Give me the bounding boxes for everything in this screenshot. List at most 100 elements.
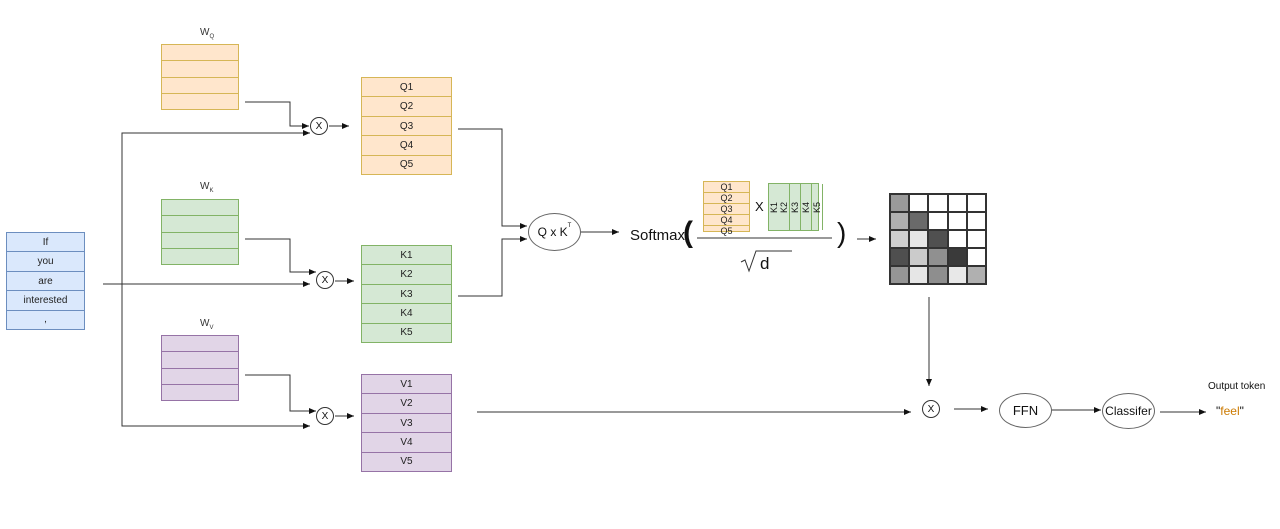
attention-cell	[947, 212, 967, 230]
v-row: V5	[400, 456, 413, 468]
softmax-q-row: Q3	[704, 204, 749, 215]
k-row: K3	[362, 285, 451, 305]
attention-cell	[909, 248, 929, 266]
multiply-q-node: X	[310, 117, 328, 135]
wv-row	[162, 336, 238, 353]
wq-matrix	[161, 44, 239, 110]
qk-label: Q x K	[537, 225, 568, 239]
attention-cell	[890, 212, 910, 230]
softmax-q-matrix: Q1 Q2 Q3 Q4 Q5	[703, 181, 750, 236]
input-token: you	[7, 252, 84, 272]
edge-wk-to-op	[245, 238, 316, 275]
q-row: Q2	[362, 97, 451, 117]
attention-cell	[928, 194, 948, 212]
attention-cell	[966, 212, 986, 230]
wk-label: WK	[200, 181, 214, 194]
attention-cell	[890, 266, 910, 284]
q-matrix: Q1 Q2 Q3 Q4 Q5	[361, 77, 452, 175]
q-row: Q1	[362, 78, 451, 98]
softmax-times: X	[755, 199, 764, 214]
attention-cell	[928, 248, 948, 266]
multiply-attention-node: X	[922, 400, 940, 418]
k-row: K2	[362, 265, 451, 285]
input-token-stack: If you are interested ,	[6, 232, 85, 330]
edge-q-to-qk	[458, 128, 527, 229]
wv-matrix	[161, 335, 239, 401]
wv-row	[162, 352, 238, 369]
q-row: Q4	[362, 136, 451, 156]
quote-close: "	[1239, 404, 1244, 418]
softmax-k-col: K2	[779, 184, 790, 230]
softmax-close-paren: )	[837, 217, 847, 248]
output-token-display: "feel"	[1216, 404, 1244, 418]
multiply-v-node: X	[316, 407, 334, 425]
attention-cell	[909, 266, 929, 284]
attention-cell	[947, 194, 967, 212]
wk-row	[162, 233, 238, 249]
input-token: ,	[44, 314, 47, 326]
wq-row	[162, 61, 238, 78]
softmax-q-row: Q5	[720, 226, 733, 236]
input-token: are	[7, 272, 84, 292]
softmax-q-row: Q2	[704, 193, 749, 204]
edge-input-to-q	[121, 130, 310, 284]
input-token: If	[7, 233, 84, 253]
attention-cell	[909, 212, 929, 230]
wk-row	[162, 200, 238, 217]
edge-k-to-qk	[458, 236, 527, 297]
attention-cell	[928, 212, 948, 230]
attention-cell	[947, 230, 967, 248]
classifier-node: Classifer	[1102, 393, 1155, 429]
k-matrix: K1 K2 K3 K4 K5	[361, 245, 452, 343]
attention-cell	[947, 266, 967, 284]
attention-cell	[890, 230, 910, 248]
softmax-k-col: K4	[801, 184, 812, 230]
v-row: V1	[362, 375, 451, 395]
wq-row	[162, 45, 238, 62]
softmax-k-transpose-matrix: K1 K2 K3 K4 K5	[768, 183, 823, 231]
attention-cell	[909, 194, 929, 212]
output-title: Output token	[1208, 381, 1266, 392]
quote-open: "	[1216, 404, 1221, 418]
sqrt-sign	[740, 250, 792, 273]
attention-cell	[890, 248, 910, 266]
multiply-k-node: X	[316, 271, 334, 289]
k-row: K5	[400, 327, 413, 339]
softmax-k-col: K1	[769, 201, 779, 213]
edge-wq-to-op	[245, 101, 309, 129]
edge-input-to-v	[121, 284, 310, 429]
ffn-node: FFN	[999, 393, 1052, 428]
wv-row	[162, 369, 238, 385]
k-row: K1	[362, 246, 451, 266]
softmax-open-paren: (	[683, 216, 693, 249]
wk-row	[162, 216, 238, 233]
softmax-k-col: K3	[790, 184, 801, 230]
v-row: V3	[362, 414, 451, 434]
attention-cell	[947, 248, 967, 266]
attention-cell	[890, 194, 910, 212]
softmax-q-row: Q1	[704, 182, 749, 193]
q-row: Q3	[362, 117, 451, 137]
transpose-superscript: T	[567, 223, 572, 229]
wq-row	[162, 78, 238, 94]
v-row: V4	[362, 433, 451, 453]
attention-cell	[966, 194, 986, 212]
wv-row	[162, 385, 238, 400]
k-row: K4	[362, 304, 451, 324]
output-token: feel	[1220, 404, 1240, 418]
attention-cell	[966, 248, 986, 266]
attention-cell	[909, 230, 929, 248]
attention-cell	[966, 266, 986, 284]
wk-row	[162, 249, 238, 264]
softmax-k-col: K5	[812, 184, 823, 230]
v-matrix: V1 V2 V3 V4 V5	[361, 374, 452, 472]
edge-wv-to-op	[245, 374, 316, 414]
attention-cell	[966, 230, 986, 248]
v-row: V2	[362, 394, 451, 414]
input-token: interested	[7, 291, 84, 311]
softmax-label: Softmax	[630, 227, 686, 244]
wk-matrix	[161, 199, 239, 265]
attention-cell	[928, 266, 948, 284]
